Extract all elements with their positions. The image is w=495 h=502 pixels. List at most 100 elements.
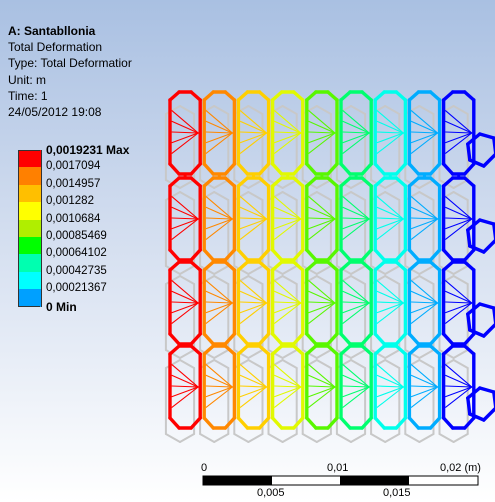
- ghost-edge: [404, 265, 421, 275]
- cell-edge: [168, 90, 181, 102]
- edge-hex: [466, 312, 472, 332]
- cell-edge: [394, 176, 408, 188]
- legend-swatch: [18, 289, 42, 307]
- cell-edge: [326, 344, 339, 356]
- cell-edge: [292, 344, 305, 356]
- strut: [376, 132, 404, 154]
- cell-edge: [223, 162, 237, 176]
- ghost-edge: [315, 179, 332, 189]
- ghost-edge: [164, 349, 181, 359]
- cell-edge: [373, 248, 386, 262]
- legend-label: 0,00085469: [46, 230, 107, 242]
- ghost-edge: [281, 359, 298, 369]
- cell-edge: [441, 248, 455, 262]
- cell-edge: [189, 248, 202, 262]
- strut: [410, 386, 439, 398]
- strut: [274, 302, 302, 324]
- strut: [205, 280, 233, 304]
- cell-edge: [202, 248, 216, 262]
- cell-edge: [441, 90, 455, 102]
- strut: [445, 110, 473, 134]
- strut: [342, 374, 370, 388]
- ghost-edge: [335, 433, 352, 443]
- ghost-edge: [384, 433, 401, 443]
- strut: [308, 280, 336, 304]
- strut: [274, 217, 302, 220]
- strut: [171, 206, 199, 220]
- cell-edge: [394, 416, 408, 430]
- cell-edge: [236, 344, 250, 356]
- strut: [171, 386, 199, 408]
- cell-edge: [339, 416, 352, 430]
- strut: [205, 364, 233, 388]
- ghost-edge: [213, 433, 230, 443]
- cell-edge: [407, 248, 421, 262]
- legend-swatch: [18, 167, 42, 185]
- strut: [171, 110, 199, 134]
- strut: [239, 110, 268, 134]
- cell-edge: [189, 344, 202, 356]
- cell-edge: [202, 416, 216, 430]
- ghost-edge: [281, 265, 298, 275]
- strut: [171, 302, 199, 314]
- strut: [171, 218, 199, 230]
- edge-hex: [468, 244, 486, 254]
- strut: [410, 386, 439, 408]
- strut: [205, 110, 233, 134]
- strut: [410, 385, 439, 388]
- cell-edge: [394, 332, 408, 346]
- ghost-edge: [335, 359, 352, 369]
- cell-edge: [463, 344, 476, 356]
- strut: [274, 196, 302, 220]
- ghost-edge: [384, 265, 401, 275]
- strut: [205, 290, 233, 304]
- strut: [308, 302, 336, 324]
- cell-edge: [441, 344, 455, 356]
- strut: [239, 217, 268, 220]
- edge-hex: [466, 228, 472, 248]
- ghost-edge: [233, 265, 250, 275]
- scale-tick-0-005: 0,005: [257, 487, 285, 499]
- ghost-edge: [370, 275, 387, 285]
- strut: [376, 132, 404, 144]
- strut: [445, 131, 473, 134]
- ghost-edge: [404, 105, 421, 115]
- cell-edge: [292, 332, 305, 346]
- cell-edge: [270, 176, 284, 188]
- edge-hex: [466, 218, 482, 232]
- result-subtype-label: Type: Total Deformatior: [8, 56, 132, 71]
- strut: [308, 196, 336, 220]
- ghost-edge: [301, 275, 318, 285]
- cell-edge: [463, 162, 476, 176]
- edge-hex: [478, 386, 495, 394]
- ghost-edge: [179, 359, 196, 369]
- ghost-edge: [281, 349, 298, 359]
- cell-edge: [360, 248, 373, 262]
- cell-edge: [441, 416, 455, 430]
- strut: [274, 120, 302, 134]
- strut: [171, 131, 199, 134]
- ghost-edge: [301, 105, 318, 115]
- strut: [239, 120, 268, 134]
- strut: [274, 302, 302, 314]
- strut: [445, 132, 473, 144]
- legend-swatch: [18, 254, 42, 272]
- cell-edge: [236, 176, 250, 188]
- ghost-edge: [438, 349, 455, 359]
- edge-hex: [478, 218, 495, 226]
- ghost-edge: [370, 191, 387, 201]
- ghost-edge: [233, 191, 250, 201]
- ghost-edge: [301, 433, 318, 443]
- strut: [376, 217, 404, 220]
- strut: [410, 280, 439, 304]
- ghost-edge: [301, 349, 318, 359]
- edge-hex: [466, 302, 482, 316]
- ghost-edge: [164, 265, 181, 275]
- cell-edge: [202, 260, 216, 272]
- cell-edge: [373, 176, 386, 188]
- scale-tick-0-02: 0,02 (m): [440, 462, 481, 474]
- ghost-edge: [418, 179, 435, 189]
- strut: [376, 206, 404, 220]
